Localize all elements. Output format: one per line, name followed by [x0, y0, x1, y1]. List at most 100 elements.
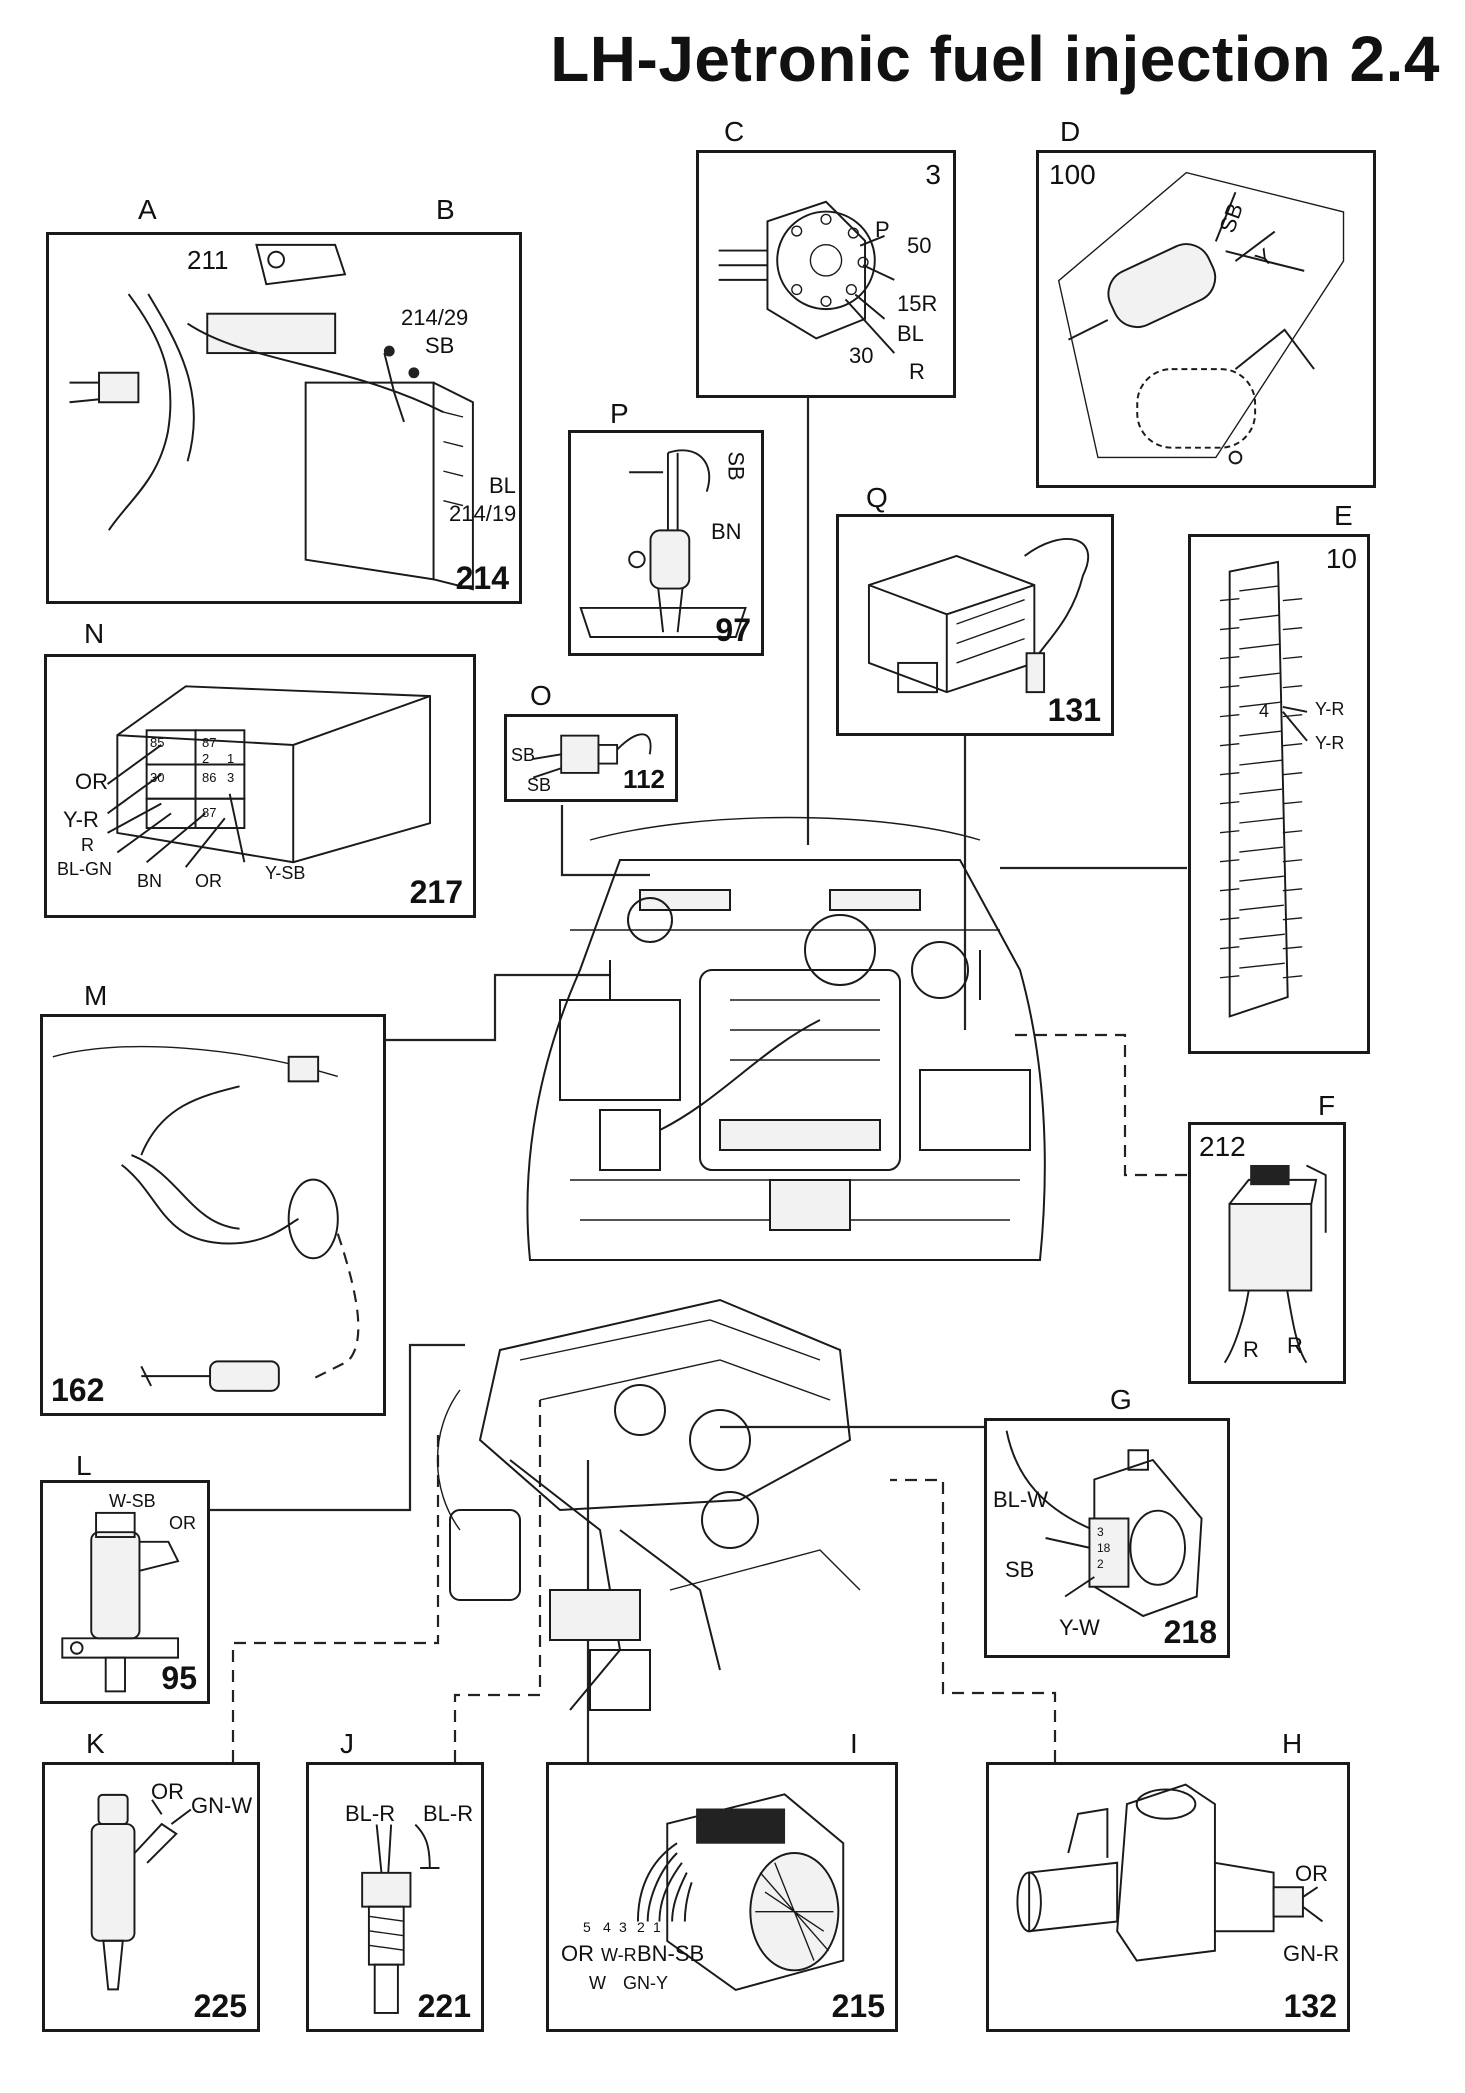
panel-a-number: 211	[187, 245, 229, 275]
panel-h-idle-valve: OR GN-R 132	[986, 1762, 1350, 2032]
panel-e-fuse-box: 10 4 Y-R Y-R	[1188, 534, 1370, 1054]
label-bl-r-j2: BL-R	[423, 1801, 474, 1826]
label-bl: BL	[489, 473, 516, 498]
panel-letter-q: Q	[866, 482, 888, 513]
label-bl-w-g: BL-W	[993, 1487, 1048, 1512]
fuse-box-icon	[1219, 560, 1308, 1018]
panel-f-relay: 212 R R	[1188, 1122, 1346, 1384]
connector-icon	[532, 733, 652, 779]
panel-l-cold-start-valve: W-SB OR 95	[40, 1480, 210, 1704]
panel-c-ignition-switch: 3 P 50 15R BL 30 R	[696, 150, 956, 398]
pin-1-i: 1	[653, 1919, 661, 1935]
idle-valve-icon	[1016, 1783, 1324, 1962]
main-relay-icon	[1223, 1164, 1327, 1364]
panel-e-number: 10	[1325, 543, 1357, 574]
label-or-n2: OR	[195, 871, 222, 891]
label-sb-g: SB	[1005, 1557, 1035, 1582]
label-w-i: W	[589, 1973, 606, 1993]
fuel-sender-icon	[579, 449, 747, 638]
ignition-switch-icon	[718, 200, 896, 354]
panel-letter-g: G	[1110, 1384, 1132, 1415]
label-bn-sb-i: BN-SB	[637, 1941, 705, 1966]
label-or-h: OR	[1295, 1861, 1328, 1886]
panel-letter-p: P	[610, 398, 629, 429]
label-y-r-e2: Y-R	[1315, 733, 1345, 753]
air-mass-meter-icon	[636, 1793, 845, 1991]
label-sb-p: SB	[723, 451, 749, 481]
panel-p-fuel-sender: SB BN 97	[568, 430, 764, 656]
panel-letter-m: M	[84, 980, 108, 1011]
label-r-f2: R	[1287, 1333, 1303, 1358]
pin-3-i: 3	[619, 1919, 627, 1935]
temperature-sensor-icon	[361, 1823, 440, 2014]
panel-letter-f: F	[1318, 1090, 1336, 1121]
pin-87b: 87	[202, 805, 217, 820]
panel-q-ignition-coil: 131	[836, 514, 1114, 736]
panel-letter-n: N	[84, 618, 105, 649]
panel-i-number: 215	[831, 1988, 885, 2024]
label-4-e: 4	[1259, 701, 1270, 721]
pin-3: 3	[227, 770, 235, 785]
panel-d-fuel-pump: 100 SB Y	[1036, 150, 1376, 488]
panel-letter-o: O	[530, 680, 552, 711]
pin-86: 86	[202, 770, 217, 785]
label-gn-w-k: GN-W	[191, 1793, 253, 1818]
pin-30: 30	[150, 770, 165, 785]
panel-p-number: 97	[715, 612, 751, 648]
label-15r: 15R	[897, 291, 938, 316]
panel-j-number: 221	[417, 1988, 471, 2024]
panel-letter-l: L	[76, 1450, 92, 1481]
panel-f-number: 212	[1199, 1131, 1246, 1162]
pin-87a: 87	[202, 735, 217, 750]
label-bl-gn-n: BL-GN	[57, 859, 113, 879]
label-w-sb-l: W-SB	[109, 1491, 156, 1511]
label-w-r-i: W-R	[601, 1945, 637, 1965]
label-214-29: 214/29	[401, 305, 469, 330]
label-or-n1: OR	[75, 769, 108, 794]
throttle-switch-icon	[1005, 1430, 1203, 1618]
panel-letter-b: B	[436, 194, 455, 225]
label-sb: SB	[425, 333, 455, 358]
pin-85: 85	[150, 735, 165, 750]
label-or-i: OR	[561, 1941, 594, 1966]
panel-o-connector: SB SB 112	[504, 714, 678, 802]
panel-o-number: 112	[623, 764, 665, 794]
label-y-w-g: Y-W	[1059, 1615, 1100, 1640]
label-y-r-e1: Y-R	[1315, 699, 1345, 719]
label-sb-o1: SB	[511, 745, 536, 765]
cold-start-valve-icon	[61, 1511, 180, 1693]
label-50: 50	[907, 233, 932, 258]
panel-g-throttle-switch: BL-W SB Y-W 3 18 2 218	[984, 1418, 1230, 1658]
pin-2-i: 2	[637, 1919, 645, 1935]
panel-n-relay: OR Y-R R BL-GN BN OR Y-SB 85 87 30 2 1 8…	[44, 654, 476, 918]
panel-letter-e: E	[1334, 500, 1353, 531]
ignition-coil-icon	[867, 538, 1090, 694]
panel-d-number: 100	[1049, 159, 1096, 190]
panel-m-number: 162	[51, 1372, 105, 1408]
relay-icon	[106, 685, 432, 868]
label-30: 30	[849, 343, 874, 368]
injector-icon	[90, 1793, 192, 1991]
label-bn-n: BN	[137, 871, 163, 891]
label-bl-r-j1: BL-R	[345, 1801, 396, 1826]
pin-2-g: 2	[1097, 1557, 1104, 1571]
label-y-r-n: Y-R	[63, 807, 99, 832]
panel-letter-h: H	[1282, 1728, 1303, 1759]
panel-l-number: 95	[161, 1660, 197, 1696]
label-gn-y-i: GN-Y	[623, 1973, 668, 1993]
pin-3-g: 3	[1097, 1525, 1104, 1539]
panel-q-number: 131	[1047, 692, 1101, 728]
panel-i-air-mass-meter: 5 4 3 2 1 OR W-R BN-SB W GN-Y 215	[546, 1762, 898, 2032]
label-or-k: OR	[151, 1779, 184, 1804]
panel-g-number: 218	[1163, 1614, 1217, 1650]
panel-n-number: 217	[409, 874, 463, 910]
panel-letter-k: K	[86, 1728, 105, 1759]
label-p: P	[875, 217, 890, 242]
control-unit-icon	[69, 243, 474, 591]
engine-block-illustration	[436, 1298, 861, 1711]
panel-k-injector: OR GN-W 225	[42, 1762, 260, 2032]
fuel-pump-icon	[1057, 171, 1345, 465]
panel-letter-j: J	[340, 1728, 354, 1759]
panel-j-temp-sensor: BL-R BL-R 221	[306, 1762, 484, 2032]
